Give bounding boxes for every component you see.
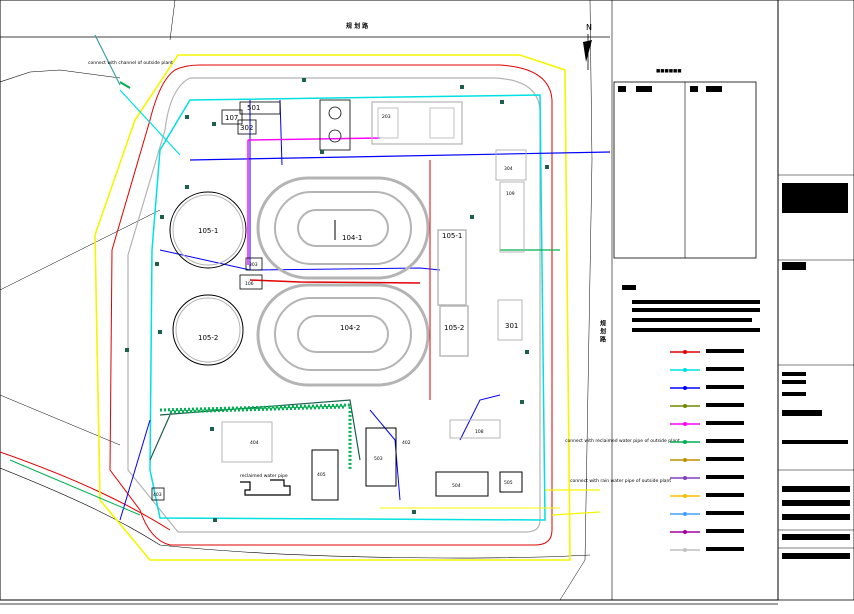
legend-text-8 [706,493,744,497]
building-402: 402 [402,440,411,446]
building-503: 503 [365,427,397,487]
building-303: 303 [245,257,263,271]
building-101-top [319,99,351,151]
building-105-1: 105-1 [169,191,247,269]
road-label-east: 规 划 路 [599,319,606,343]
perimeter-road [109,64,553,546]
building-203: 203 [371,101,463,145]
building-108: 108 [449,419,501,439]
legend-text-9 [706,511,744,515]
svg-text:504: 504 [452,483,461,489]
legend-dot-4 [683,422,687,426]
svg-text:303: 303 [249,262,258,268]
site-boundary [94,54,571,561]
building-104-1: 104-1 [256,176,430,280]
building-403: 403 [151,487,165,501]
building-302: 302 [237,119,257,135]
building-105-2: 105-2 [172,294,244,366]
svg-text:105-2: 105-2 [198,334,218,342]
legend-text-0 [706,349,744,353]
building-304: 304 [495,149,527,181]
svg-text:501: 501 [247,104,260,112]
legend-dot-10 [683,530,687,534]
legend-dot-9 [683,512,687,516]
svg-text:108: 108 [475,429,484,435]
building-405: 405 [311,449,339,501]
svg-text:203: 203 [382,114,391,120]
annotation-connect-channel: connect with channel of outside plant [88,60,173,66]
svg-text:301: 301 [505,322,518,330]
annotation-connect-reclaimed: connect with reclaimed water pipe of out… [565,438,680,444]
svg-text:302: 302 [240,124,253,132]
legend-text-3 [706,403,744,407]
legend-text-5 [706,439,744,443]
legend-dot-6 [683,458,687,462]
svg-text:405: 405 [317,472,326,478]
legend-dot-2 [683,386,687,390]
svg-text:403: 403 [153,492,162,498]
annotation-connect-rain: connect with rain water pipe of outside … [570,478,671,484]
svg-text:reclaimed water pipe: reclaimed water pipe [240,473,288,479]
svg-text:404: 404 [250,440,259,446]
building-505: 505 [499,471,523,493]
building-301: 301 [497,299,523,341]
legend-text-2 [706,385,744,389]
svg-text:402: 402 [402,440,411,446]
svg-text:104-1: 104-1 [342,234,362,242]
reclaimed-pipe-annotation: reclaimed water pipe [240,473,291,496]
legend-dot-8 [683,494,687,498]
svg-text:105-2: 105-2 [444,324,464,332]
building-404: 404 [221,421,273,463]
svg-text:109: 109 [506,191,515,197]
svg-text:■■■■■■: ■■■■■■ [656,69,682,74]
building-504: 504 [435,471,489,497]
title-block [777,0,854,601]
legend-text-4 [706,421,744,425]
legend-text-6 [706,457,744,461]
svg-text:N: N [586,23,592,32]
legend-text-10 [706,529,744,533]
hedge [159,403,352,470]
road-label-north: 规 划 路 [346,22,369,30]
legend-dot-7 [683,476,687,480]
building-105-c: 105-1 105-2 [437,229,469,357]
legend-text-11 [706,547,744,551]
legend-dot-11 [683,548,687,552]
legend-text-7 [706,475,744,479]
svg-text:104-2: 104-2 [340,324,360,332]
notes-block [622,285,760,332]
building-109: 109 [499,181,525,253]
svg-text:503: 503 [374,456,383,462]
legend-text-1 [706,367,744,371]
north-arrow-icon: N [583,23,592,70]
building-104-2: 104-2 [256,283,430,387]
legend-lines [670,349,744,552]
svg-text:107: 107 [225,114,238,122]
svg-text:106: 106 [245,281,254,287]
building-106: 106 [239,274,263,290]
legend-dot-1 [683,368,687,372]
svg-text:505: 505 [504,480,513,486]
legend-dot-0 [683,350,687,354]
legend-table: ■■■■■■ [613,69,757,259]
building-107: 107 [221,109,243,125]
manholes [125,78,549,522]
svg-text:304: 304 [504,166,513,172]
svg-text:105-1: 105-1 [442,232,462,240]
svg-text:105-1: 105-1 [198,227,218,235]
legend-dot-3 [683,404,687,408]
building-501: 501 [239,101,281,115]
legend-dot-5 [683,440,687,444]
